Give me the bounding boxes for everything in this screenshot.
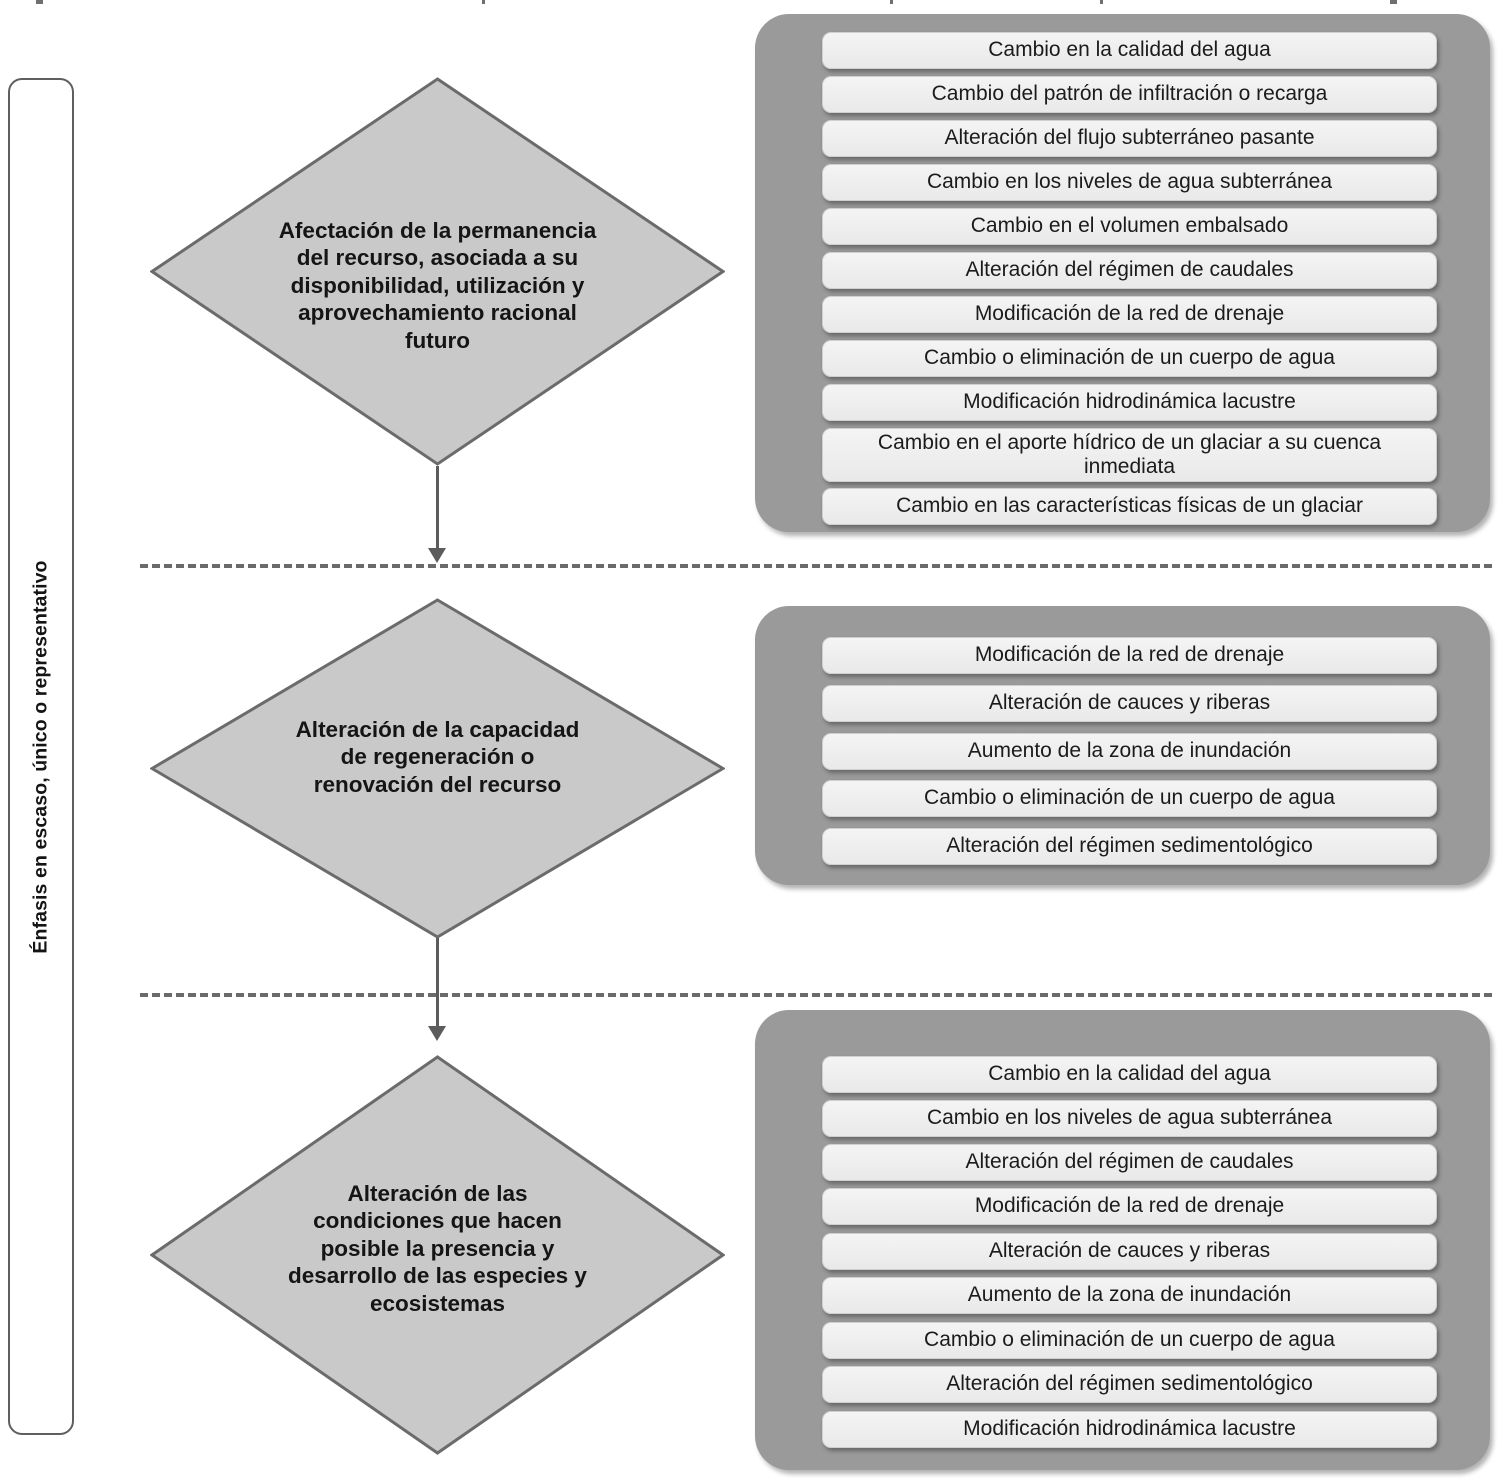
- effect-item[interactable]: Cambio en las características físicas de…: [822, 488, 1437, 525]
- decision-diamond-2: Alteración de la capacidad de regeneraci…: [150, 598, 725, 939]
- emphasis-axis-bar: Énfasis en escaso, único o representativ…: [8, 78, 74, 1435]
- crop-tick-mark: [890, 0, 893, 4]
- effect-item[interactable]: Modificación de la red de drenaje: [822, 637, 1437, 674]
- effect-item[interactable]: Cambio o eliminación de un cuerpo de agu…: [822, 780, 1437, 817]
- connector-stage1-to-stage2: [436, 466, 439, 550]
- effect-item[interactable]: Modificación de la red de drenaje: [822, 296, 1437, 333]
- effect-item[interactable]: Cambio en el aporte hídrico de un glacia…: [822, 428, 1437, 482]
- effects-panel-3-items: Cambio en la calidad del agua Cambio en …: [822, 1010, 1437, 1470]
- connector-arrowhead-1: [428, 548, 446, 563]
- stage-divider-2: [140, 993, 1492, 997]
- diamond-shape-2: [150, 598, 725, 939]
- effect-item[interactable]: Cambio en los niveles de agua subterráne…: [822, 164, 1437, 201]
- effect-item[interactable]: Cambio en la calidad del agua: [822, 1056, 1437, 1093]
- decision-diamond-2-label: Alteración de la capacidad de regeneraci…: [295, 717, 580, 797]
- diamond-shape-3: [150, 1055, 725, 1455]
- effects-panel-1-items: Cambio en la calidad del agua Cambio del…: [822, 14, 1437, 532]
- crop-tick-mark: [36, 0, 43, 4]
- effect-item[interactable]: Cambio del patrón de infiltración o reca…: [822, 76, 1437, 113]
- effect-item[interactable]: Cambio o eliminación de un cuerpo de agu…: [822, 340, 1437, 377]
- crop-tick-mark: [1100, 0, 1103, 4]
- effect-item[interactable]: Alteración del régimen de caudales: [822, 252, 1437, 289]
- effects-panel-1: Cambio en la calidad del agua Cambio del…: [755, 14, 1490, 532]
- effect-item[interactable]: Cambio en los niveles de agua subterráne…: [822, 1100, 1437, 1137]
- decision-diamond-3: Alteración de las condiciones que hacen …: [150, 1055, 725, 1455]
- diamond-shape-1: [150, 77, 725, 466]
- emphasis-axis-label: Énfasis en escaso, único o representativ…: [29, 559, 52, 954]
- effect-item[interactable]: Cambio en el volumen embalsado: [822, 208, 1437, 245]
- connector-stage2-to-stage3: [436, 938, 439, 1028]
- effect-item[interactable]: Alteración del régimen de caudales: [822, 1144, 1437, 1181]
- effect-item[interactable]: Alteración del régimen sedimentológico: [822, 828, 1437, 865]
- effect-item[interactable]: Aumento de la zona de inundación: [822, 1277, 1437, 1314]
- effect-item[interactable]: Aumento de la zona de inundación: [822, 733, 1437, 770]
- effects-panel-2: Modificación de la red de drenaje Altera…: [755, 606, 1490, 885]
- crop-tick-mark: [1390, 0, 1397, 4]
- effect-item[interactable]: Modificación de la red de drenaje: [822, 1188, 1437, 1225]
- connector-arrowhead-2: [428, 1026, 446, 1041]
- effects-panel-2-items: Modificación de la red de drenaje Altera…: [822, 606, 1437, 885]
- effects-panel-3: Cambio en la calidad del agua Cambio en …: [755, 1010, 1490, 1470]
- effect-item[interactable]: Modificación hidrodinámica lacustre: [822, 384, 1437, 421]
- decision-diamond-3-label: Alteración de las condiciones que hacen …: [288, 1181, 587, 1316]
- stage-divider-1: [140, 564, 1492, 568]
- crop-tick-mark: [482, 0, 485, 4]
- effect-item[interactable]: Alteración de cauces y riberas: [822, 685, 1437, 722]
- effect-item[interactable]: Alteración del flujo subterráneo pasante: [822, 120, 1437, 157]
- effect-item[interactable]: Modificación hidrodinámica lacustre: [822, 1411, 1437, 1448]
- decision-diamond-1: Afectación de la permanencia del recurso…: [150, 77, 725, 466]
- decision-diamond-1-label: Afectación de la permanencia del recurso…: [278, 218, 597, 353]
- effect-item[interactable]: Alteración del régimen sedimentológico: [822, 1366, 1437, 1403]
- effect-item[interactable]: Cambio o eliminación de un cuerpo de agu…: [822, 1322, 1437, 1359]
- effect-item[interactable]: Alteración de cauces y riberas: [822, 1233, 1437, 1270]
- effect-item[interactable]: Cambio en la calidad del agua: [822, 32, 1437, 69]
